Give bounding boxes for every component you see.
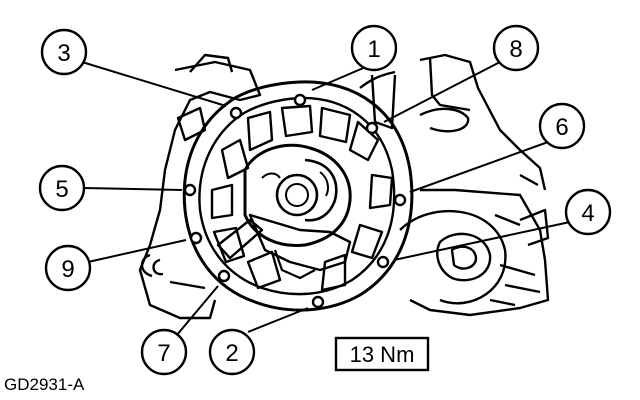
callout-4: 4 <box>564 188 612 236</box>
pump-hub <box>216 143 352 280</box>
pump-webbing <box>210 104 394 292</box>
callout-label: 9 <box>61 256 74 283</box>
figure-code: GD2931-A <box>4 375 85 394</box>
callout-label: 7 <box>157 340 170 367</box>
leader-line-9 <box>87 239 187 263</box>
callouts: 1 2 3 4 5 6 7 8 <box>38 24 612 376</box>
bolt-hole-7 <box>217 269 231 283</box>
callout-label: 6 <box>555 114 568 141</box>
leader-line-3 <box>81 61 227 107</box>
leader-line-6 <box>409 141 549 193</box>
callout-label: 8 <box>509 36 522 63</box>
bolt-hole-6 <box>393 193 407 207</box>
leader-line-1 <box>311 65 369 91</box>
callout-label: 1 <box>367 36 380 63</box>
callout-8: 8 <box>492 24 540 72</box>
leader-line-4 <box>393 221 571 261</box>
bolt-hole-5 <box>183 183 197 197</box>
callout-label: 2 <box>225 340 238 367</box>
callout-5: 5 <box>38 164 86 212</box>
bolt-hole-1 <box>293 93 307 107</box>
leader-line-5 <box>83 187 183 191</box>
callout-2: 2 <box>208 328 256 376</box>
callout-7: 7 <box>140 328 188 376</box>
bolt-hole-3 <box>229 106 243 120</box>
leader-line-2 <box>247 307 309 333</box>
transmission-case <box>138 53 262 320</box>
callout-label: 3 <box>57 40 70 67</box>
bolt-holes <box>183 93 407 309</box>
bolt-hole-4 <box>376 255 390 269</box>
leader-lines <box>81 61 571 337</box>
leader-line-7 <box>175 285 219 337</box>
bolt-hole-8 <box>365 121 379 135</box>
callout-3: 3 <box>40 28 88 76</box>
transmission-case-right <box>359 53 550 317</box>
callout-label: 5 <box>55 176 68 203</box>
callout-6: 6 <box>538 102 586 150</box>
pump-flange <box>182 80 414 312</box>
bolt-hole-9 <box>189 231 203 245</box>
torque-spec-box: 13 Nm <box>334 336 430 372</box>
bolt-hole-2 <box>311 295 325 309</box>
leader-line-8 <box>383 61 501 123</box>
callout-9: 9 <box>44 244 92 292</box>
torque-spec-text: 13 Nm <box>350 342 415 367</box>
callout-1: 1 <box>350 24 398 72</box>
callout-label: 4 <box>581 200 594 227</box>
